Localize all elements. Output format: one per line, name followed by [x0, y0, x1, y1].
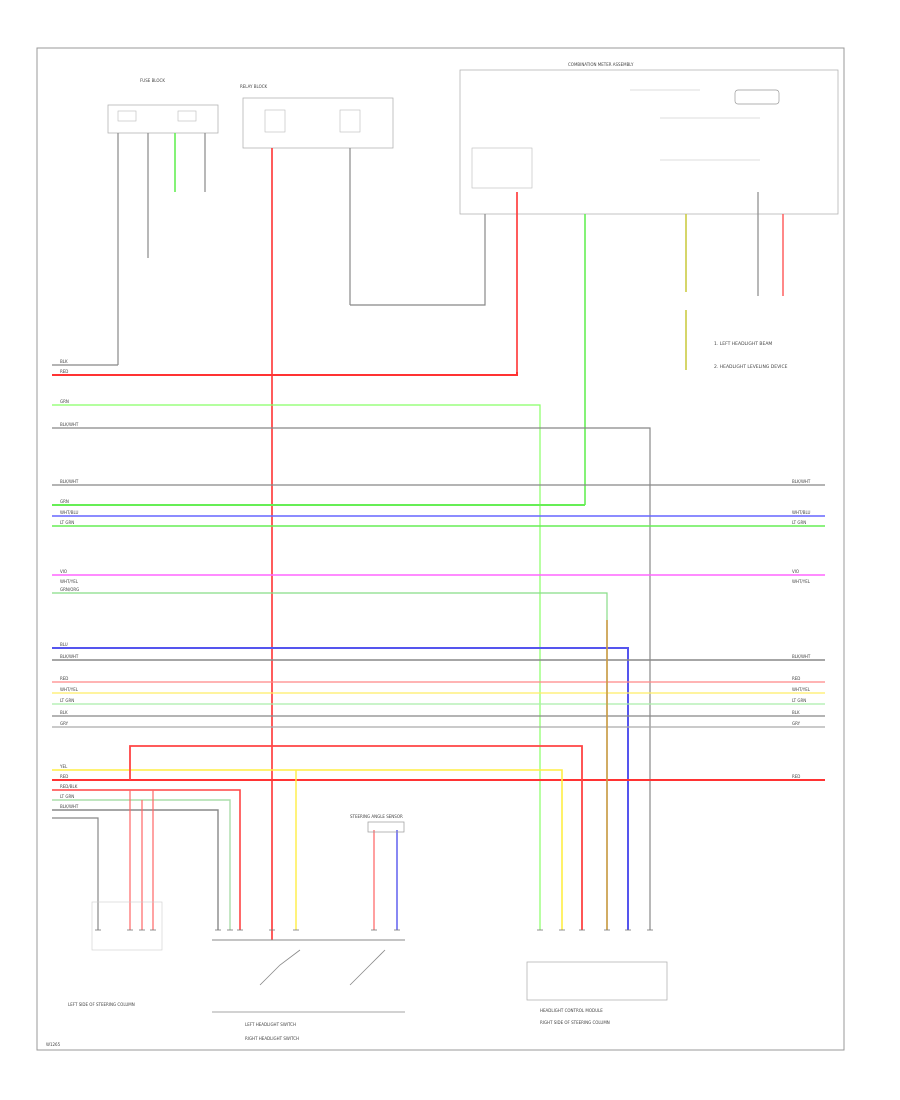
svg-text:BLK: BLK: [60, 710, 68, 715]
bottom-wires: [52, 620, 608, 930]
steering-sensor-label: STEERING ANGLE SENSOR: [350, 814, 403, 819]
steering-angle-sensor: STEERING ANGLE SENSOR: [350, 814, 405, 833]
svg-text:VIO: VIO: [792, 569, 799, 574]
left-connector: LEFT SIDE OF STEERING COLUMN: [68, 901, 163, 1007]
svg-text:WHT/BLU: WHT/BLU: [60, 510, 79, 515]
svg-text:LT GRN: LT GRN: [792, 520, 806, 525]
svg-text:WHT/YEL: WHT/YEL: [792, 579, 811, 584]
svg-text:LT GRN: LT GRN: [792, 698, 806, 703]
svg-text:GRN: GRN: [60, 499, 69, 504]
fuse-block-label: FUSE BLOCK: [140, 78, 165, 83]
svg-text:RED: RED: [792, 774, 800, 779]
svg-text:RED: RED: [60, 676, 68, 681]
headlight-control-module: HEADLIGHT CONTROL MODULE RIGHT SIDE OF S…: [526, 961, 668, 1025]
svg-text:RED: RED: [792, 676, 800, 681]
fuse-block: FUSE BLOCK: [107, 78, 219, 134]
svg-text:GRN/ORG: GRN/ORG: [60, 587, 79, 592]
top-vertical-wires: [117, 133, 784, 940]
note-1: 1. LEFT HEADLIGHT BEAM: [714, 341, 772, 347]
note-2: 2. HEADLIGHT LEVELING DEVICE: [714, 364, 788, 370]
svg-text:RED: RED: [60, 369, 68, 374]
relay-block-label: RELAY BLOCK: [240, 84, 268, 89]
right-switch-label: RIGHT HEADLIGHT SWITCH: [245, 1036, 299, 1041]
svg-text:WHT/YEL: WHT/YEL: [60, 687, 79, 692]
footer-code: W1265: [46, 1042, 61, 1047]
left-connector-label: LEFT SIDE OF STEERING COLUMN: [68, 1002, 135, 1007]
svg-text:BLK/WHT: BLK/WHT: [60, 804, 79, 809]
bus-wires: [52, 364, 825, 930]
right-wire-labels: BLK/WHT WHT/BLU LT GRN VIO WHT/YEL BLK/W…: [792, 479, 811, 779]
svg-text:BLK: BLK: [60, 359, 68, 364]
right-connector-label: RIGHT SIDE OF STEERING COLUMN: [540, 1020, 610, 1025]
svg-text:VIO: VIO: [60, 569, 67, 574]
svg-text:BLK/WHT: BLK/WHT: [792, 479, 811, 484]
svg-text:BLK: BLK: [792, 710, 800, 715]
svg-text:BLK/WHT: BLK/WHT: [60, 654, 79, 659]
diagram-frame: [36, 47, 845, 1051]
left-wire-labels: BLK RED GRN BLK/WHT BLK/WHT GRN WHT/BLU …: [59, 359, 79, 809]
control-module-label: HEADLIGHT CONTROL MODULE: [540, 1008, 603, 1013]
svg-text:BLK/WHT: BLK/WHT: [60, 479, 79, 484]
svg-text:LT GRN: LT GRN: [60, 698, 74, 703]
svg-text:BLU: BLU: [60, 642, 68, 647]
svg-text:GRY: GRY: [792, 721, 801, 726]
svg-text:BLK/WHT: BLK/WHT: [60, 422, 79, 427]
svg-text:BLK/WHT: BLK/WHT: [792, 654, 811, 659]
svg-text:LT GRN: LT GRN: [60, 520, 74, 525]
svg-text:WHT/YEL: WHT/YEL: [792, 687, 811, 692]
svg-text:WHT/YEL: WHT/YEL: [60, 579, 79, 584]
headlight-switch: LEFT HEADLIGHT SWITCH RIGHT HEADLIGHT SW…: [212, 939, 405, 1041]
left-switch-label: LEFT HEADLIGHT SWITCH: [245, 1022, 296, 1027]
combination-meter: COMBINATION METER ASSEMBLY: [459, 62, 839, 215]
svg-text:RED: RED: [60, 774, 68, 779]
relay-block: RELAY BLOCK: [240, 84, 394, 149]
combination-meter-label: COMBINATION METER ASSEMBLY: [568, 62, 634, 67]
svg-text:GRN: GRN: [60, 399, 69, 404]
svg-text:LT GRN: LT GRN: [60, 794, 74, 799]
svg-text:RED/BLK: RED/BLK: [60, 784, 78, 789]
svg-text:GRY: GRY: [60, 721, 69, 726]
svg-text:WHT/BLU: WHT/BLU: [792, 510, 811, 515]
svg-text:YEL: YEL: [59, 764, 68, 769]
